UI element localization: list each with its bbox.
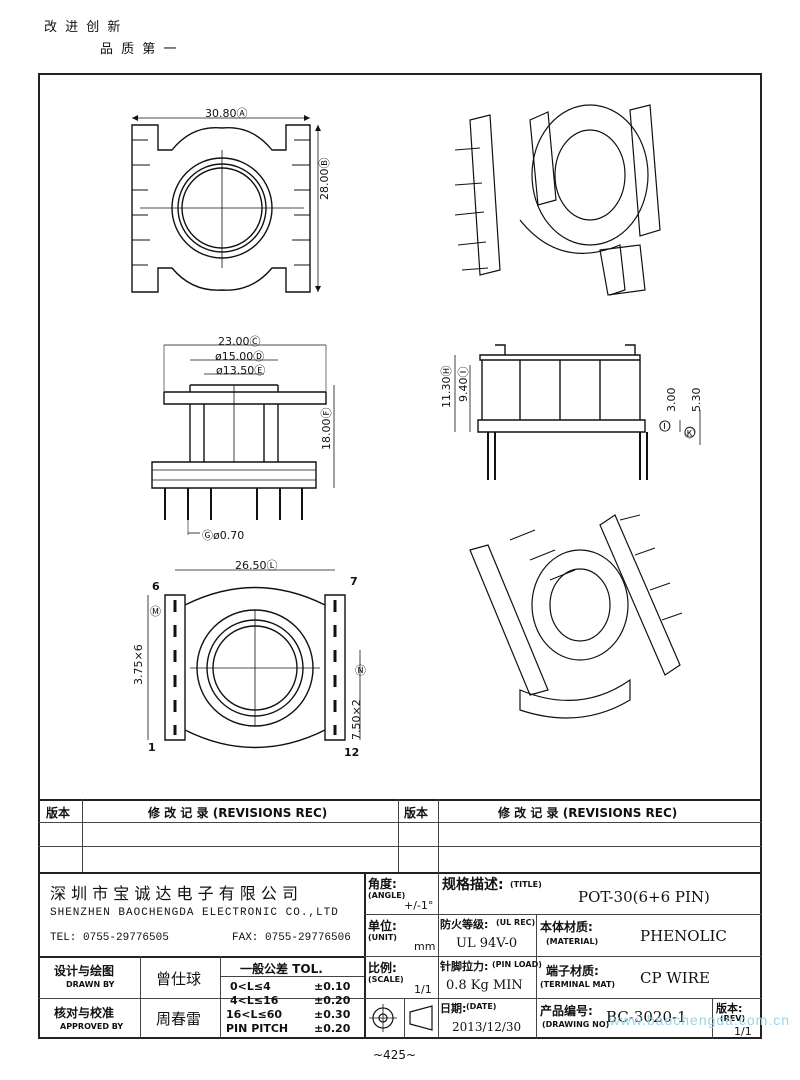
title-value: POT-30(6+6 PIN) [578,888,710,906]
dim-d135: ø13.50Ⓔ [216,364,266,377]
dim-circ-n: Ⓝ [355,664,366,677]
angle-label-cn: 角度: [368,877,397,891]
rev-value: 1/1 [734,1025,752,1038]
material-label-en: (MATERIAL) [546,937,599,946]
dim-pitch2: 7.50×2 [350,699,363,740]
dim-h3: 3.00 [665,387,678,413]
tol-value-0: ±0.10 [314,980,351,993]
ul-label-en: (UL REC) [496,918,536,927]
drawn-by-value: 曾仕球 [156,970,202,988]
rev-col-record-2: 修 改 记 录 (REVISIONS REC) [498,806,678,820]
tol-range-1: 4<L≤16 [230,994,279,1007]
ul-value: UL 94V-0 [456,936,518,951]
drawing-no-label-cn: 产品编号: [540,1004,593,1018]
dim-d15: ø15.00Ⓓ [215,350,265,363]
iso-view-bottom [469,514,683,719]
rev-col-version-2: 版本 [404,806,429,820]
scale-label-en: (SCALE) [368,975,404,984]
pin-6-label: 6 [152,580,160,593]
company-fax: FAX: 0755-29776506 [232,932,351,944]
drawing-no-label-en: (DRAWING NO) [542,1020,610,1029]
material-value: PHENOLIC [640,927,727,945]
scale-label-cn: 比例: [368,961,397,975]
terminal-label-cn: 端子材质: [546,964,599,978]
angle-value: +/-1° [404,899,434,912]
pin-7-label: 7 [350,575,358,588]
dim-h113: 11.30Ⓗ [440,365,453,409]
drawn-by-label-en: DRAWN BY [66,980,115,989]
company-tel: TEL: 0755-29776505 [50,932,169,944]
title-label-en: (TITLE) [510,880,542,889]
watermark: www.baochengda.com.cn [609,1012,790,1028]
dim-pin-d: Ⓖø0.70 [202,529,245,542]
tol-value-2: ±0.30 [314,1008,351,1021]
unit-value: mm [414,940,436,953]
rev-col-version-1: 版本 [46,806,71,820]
dim-h18: 18.00Ⓕ [320,407,333,451]
rev-col-record-1: 修 改 记 录 (REVISIONS REC) [148,806,328,820]
company-name-en: SHENZHEN BAOCHENGDA ELECTRONIC CO.,LTD [50,907,339,919]
date-label-cn: 日期: [440,1002,467,1015]
approved-by-label-cn: 核对与校准 [54,1006,115,1020]
angle-label-en: (ANGLE) [368,891,406,900]
unit-label-en: (UNIT) [368,933,397,942]
top-view [131,115,321,293]
bottom-view [147,569,361,749]
dim-w265: 26.50Ⓛ [235,559,278,572]
pinload-value: 0.8 Kg MIN [446,978,523,993]
pinload-label-en: (PIN LOAD) [492,960,542,969]
side-view [454,344,701,480]
pin-1-label: 1 [148,741,156,754]
projection-symbol-icon [369,1004,433,1032]
ul-label-cn: 防火等级: [440,918,489,931]
drawn-by-label-cn: 设计与绘图 [54,964,115,978]
approved-by-label-en: APPROVED BY [60,1022,124,1031]
material-label-cn: 本体材质: [540,920,593,934]
drawing-frame [38,73,762,1039]
drawing-no-value: BC-3020-1 [606,1008,687,1026]
rev-label-en: (REV) [720,1014,746,1023]
pin-12-label: 12 [344,746,360,759]
tol-range-0: 0<L≤4 [230,980,271,993]
dim-top-width: 30.80Ⓐ [205,107,248,120]
scale-value: 1/1 [414,983,432,996]
title-label-cn: 规格描述: [442,877,504,893]
dim-circ-m: Ⓜ [150,605,161,618]
tol-range-2: 16<L≤60 [226,1008,283,1021]
date-value: 2013/12/30 [452,1020,522,1034]
page-number: ~425~ [373,1048,417,1062]
front-view [151,344,335,535]
company-name-cn: 深 圳 市 宝 诚 达 电 子 有 限 公 司 [50,884,298,903]
slogan-line2: 品 质 第 一 [100,42,179,57]
terminal-label-en: (TERMINAL MAT) [540,980,616,989]
rev-label-cn: 版本: [716,1002,743,1015]
dim-circ-i: Ⓘ [659,420,670,433]
dim-h94: 9.40Ⓘ [457,366,470,403]
date-label-en: (DATE) [466,1002,497,1011]
terminal-value: CP WIRE [640,969,710,987]
tol-value-1: ±0.20 [314,994,351,1007]
dim-h53: 5.30 [690,387,703,413]
slogan-line1: 改 进 创 新 [44,20,123,35]
iso-view-top [454,104,661,296]
unit-label-cn: 单位: [368,919,397,933]
pinload-label-cn: 针脚拉力: [440,960,489,973]
dim-23: 23.00Ⓒ [218,335,261,348]
dim-pitch: 3.75×6 [132,644,145,685]
tolerance-title: 一般公差 TOL. [240,962,323,976]
dim-circ-k: Ⓚ [684,427,695,440]
tol-value-3: ±0.20 [314,1022,351,1035]
tol-range-3: PIN PITCH [226,1022,289,1035]
approved-by-value: 周春雷 [156,1010,202,1028]
dim-top-height: 28.00Ⓑ [318,157,331,201]
